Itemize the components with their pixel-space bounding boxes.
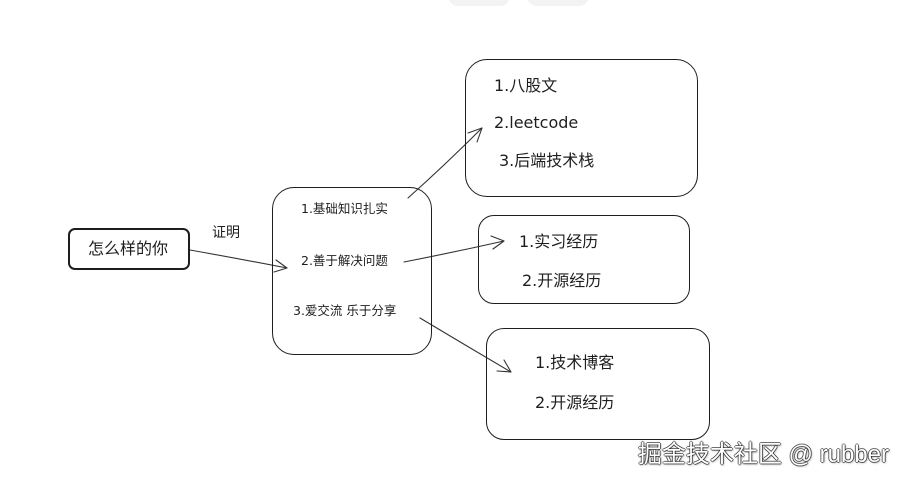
knowledge-item-2: 2.leetcode — [494, 113, 579, 132]
qualities-node[interactable]: 1.基础知识扎实 2.善于解决问题 3.爱交流 乐于分享 — [272, 187, 432, 355]
arrowhead-middle-to-box-a — [467, 127, 483, 143]
arrowhead-middle-to-box-c — [496, 359, 512, 373]
top-tab-1[interactable] — [448, 0, 510, 6]
watermark: 掘金技术社区 @ rubber — [637, 441, 889, 468]
edge-label-prove: 证明 — [212, 225, 240, 241]
sharing-node[interactable]: 1.技术博客 2.开源经历 — [486, 328, 710, 440]
sharing-item-1: 1.技术博客 — [535, 353, 615, 372]
sharing-item-2: 2.开源经历 — [535, 393, 615, 412]
arrow-root-to-middle — [189, 249, 288, 269]
knowledge-item-3: 3.后端技术栈 — [499, 151, 595, 170]
qualities-item-1: 1.基础知识扎实 — [301, 201, 388, 216]
root-node-label: 怎么样的你 — [88, 239, 169, 258]
arrowhead-root-to-middle — [273, 259, 288, 273]
arrow-middle-to-box-c — [419, 317, 512, 373]
top-tab-2[interactable] — [527, 0, 589, 6]
experience-item-1: 1.实习经历 — [519, 232, 599, 251]
knowledge-node[interactable]: 1.八股文 2.leetcode 3.后端技术栈 — [465, 59, 698, 197]
knowledge-item-1: 1.八股文 — [494, 76, 558, 95]
root-node[interactable]: 怎么样的你 — [68, 228, 190, 270]
experience-item-2: 2.开源经历 — [522, 271, 602, 290]
arrowhead-middle-to-box-b — [490, 235, 505, 250]
experience-node[interactable]: 1.实习经历 2.开源经历 — [478, 215, 690, 304]
arrow-middle-to-box-b — [403, 240, 505, 263]
qualities-item-3: 3.爱交流 乐于分享 — [293, 303, 397, 318]
qualities-item-2: 2.善于解决问题 — [301, 253, 388, 268]
